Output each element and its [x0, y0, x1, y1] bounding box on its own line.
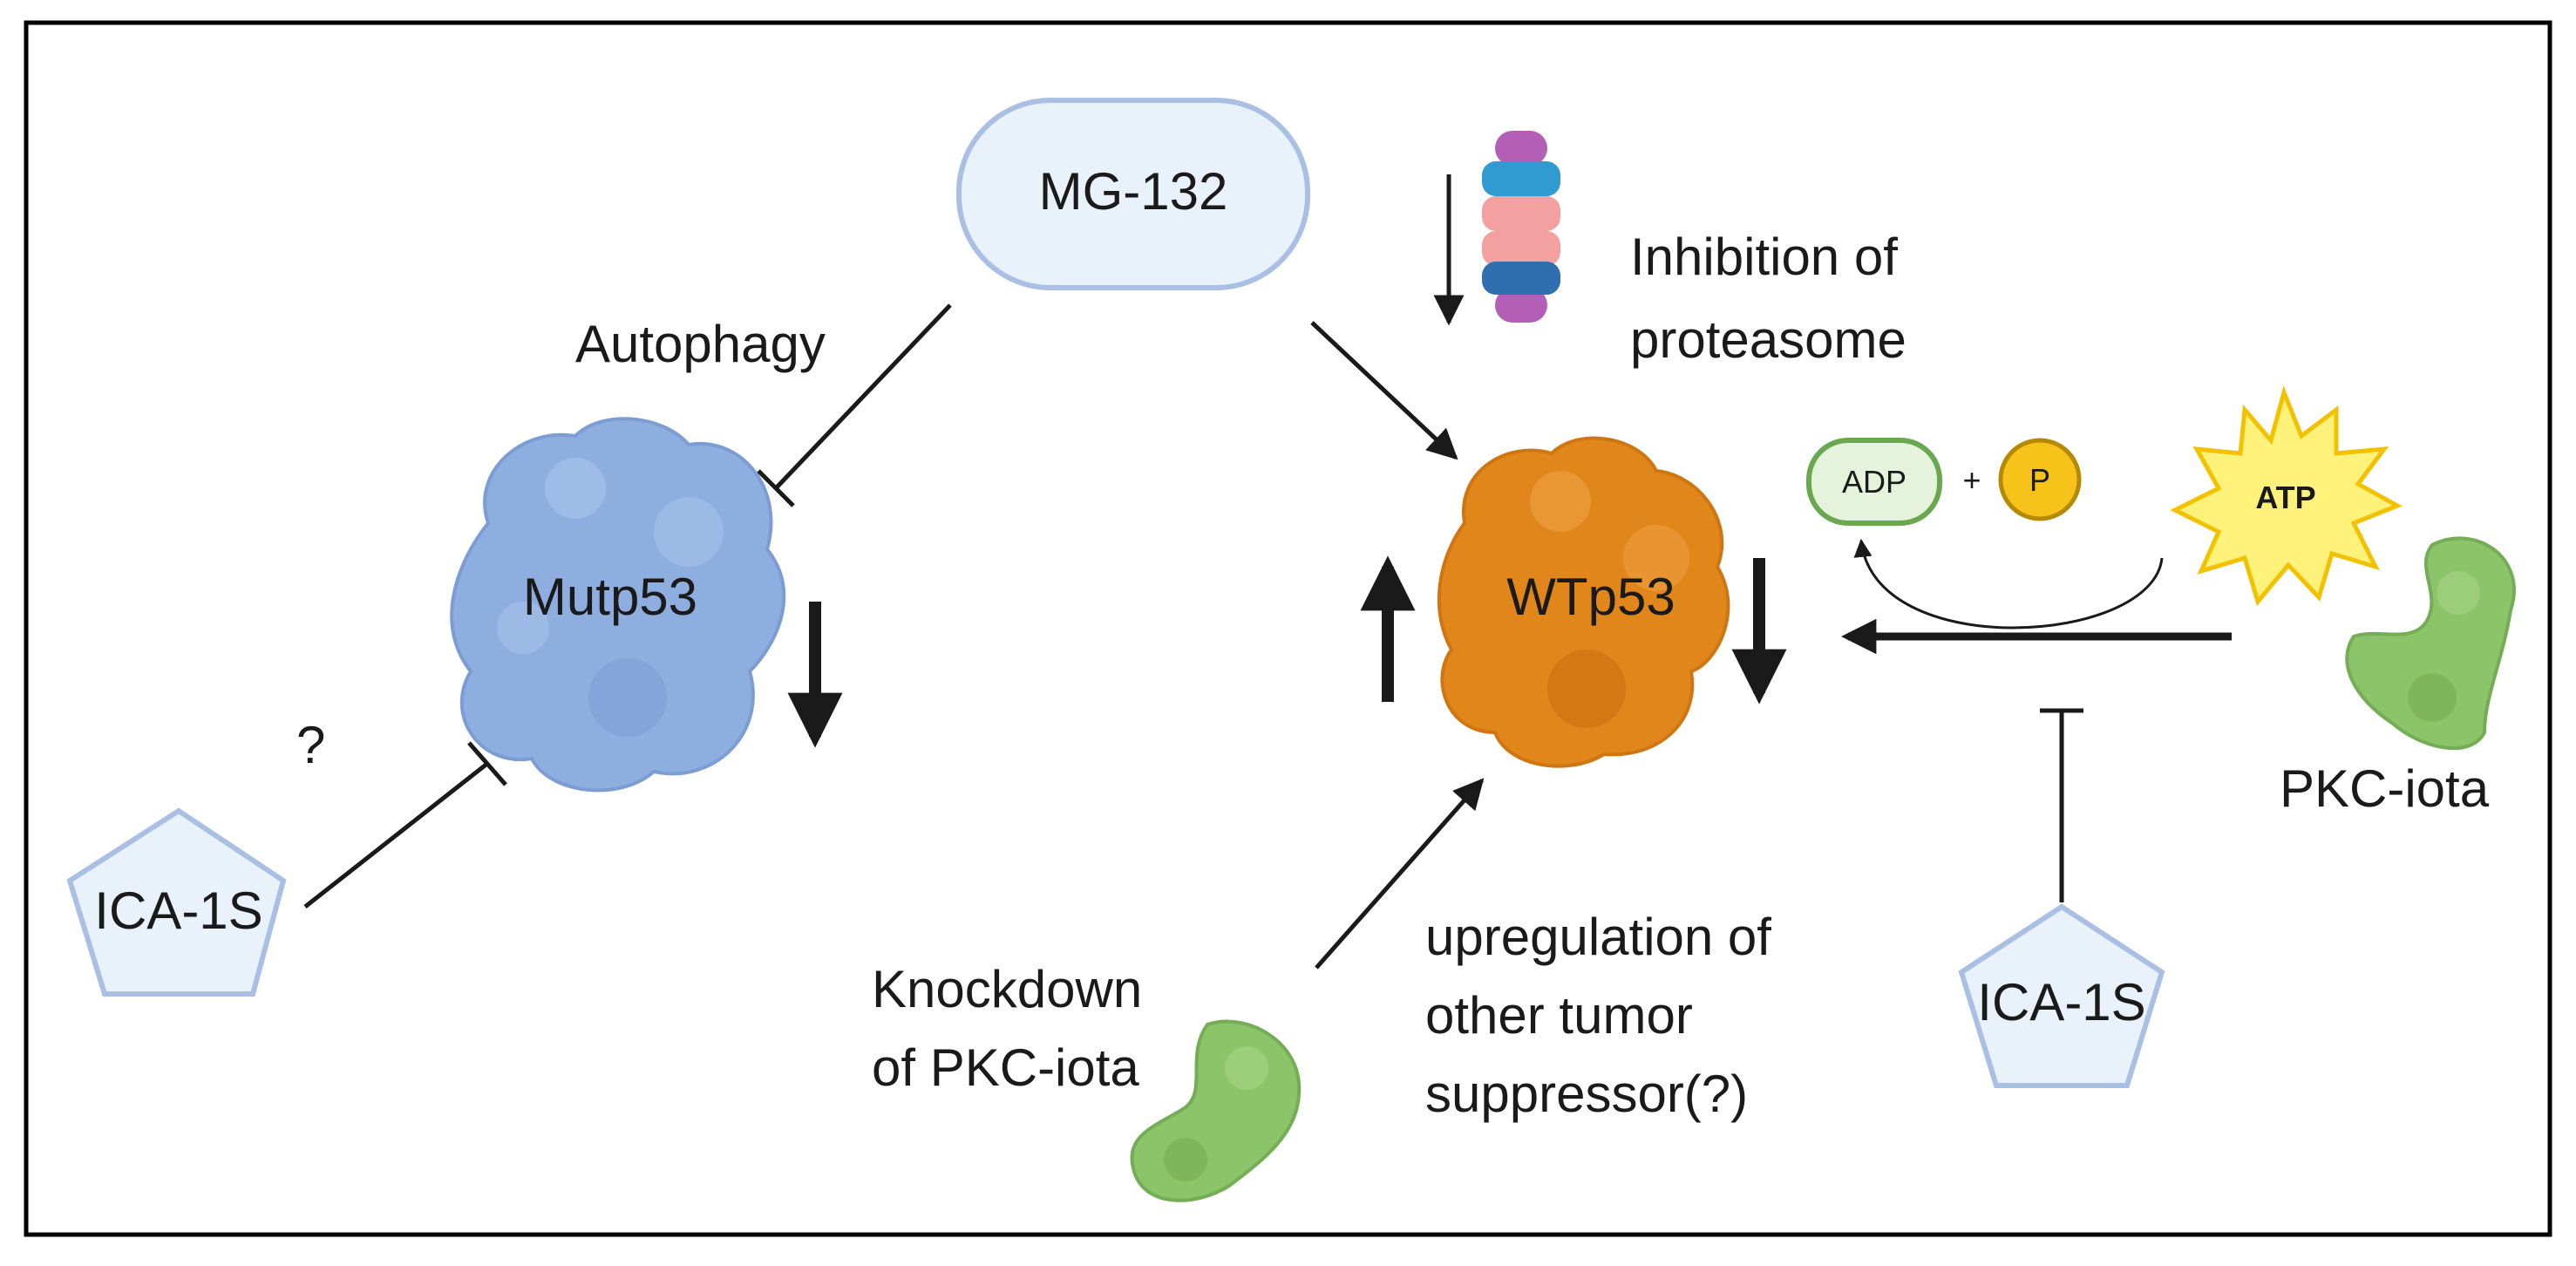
- adp-node: ADP: [1806, 438, 1942, 526]
- wtp53-protein: WTp53: [1437, 436, 1730, 768]
- mg132-node: MG-132: [956, 98, 1310, 290]
- inhibition-label-2: proteasome: [1630, 310, 1907, 369]
- upregulation-label-2: other tumor: [1425, 986, 1693, 1045]
- upregulation-label-1: upregulation of: [1425, 908, 1771, 966]
- adp-label: ADP: [1842, 464, 1907, 500]
- ica-left-label: ICA-1S: [94, 881, 262, 940]
- mutp53-label: Mutp53: [523, 568, 697, 626]
- mg132-inhibits-mutp53: [757, 303, 952, 507]
- knockdown-to-wtp53-arrow: [1315, 778, 1485, 970]
- ica-1s-left-node: ICA-1S: [66, 807, 287, 997]
- pkc-iota-protein-right: [2345, 536, 2516, 751]
- atp-starburst: ATP: [2170, 385, 2403, 607]
- mg132-box: [956, 98, 1310, 290]
- proteasome-icon: [1482, 131, 1560, 323]
- ica-inhibits-mutp53: [303, 741, 507, 909]
- ica-right-label: ICA-1S: [1977, 973, 2145, 1031]
- mutp53-protein: Mutp53: [450, 417, 786, 793]
- pkc-iota-label: PKC-iota: [2280, 759, 2490, 818]
- mg132-label: MG-132: [1039, 162, 1228, 221]
- phosphate-label: P: [2029, 462, 2050, 498]
- knockdown-label-2: of PKC-iota: [872, 1038, 1139, 1097]
- question-mark: ?: [296, 716, 325, 774]
- atp-label: ATP: [2255, 480, 2315, 515]
- atp-to-adp-curve: [1853, 538, 2164, 630]
- autophagy-label: Autophagy: [575, 315, 826, 373]
- mg132-activates-wtp53: [1310, 321, 1458, 460]
- pkc-iota-protein-knockdown: [1130, 1019, 1302, 1202]
- ica-inhibits-pkc: [2040, 708, 2083, 902]
- inhibition-label-1: Inhibition of: [1630, 228, 1898, 286]
- knockdown-label-1: Knockdown: [872, 960, 1142, 1018]
- wtp53-label: WTp53: [1506, 568, 1675, 626]
- plus-sign: +: [1962, 462, 1981, 498]
- upregulation-label-3: suppressor(?): [1425, 1065, 1748, 1123]
- ica-1s-right-node: ICA-1S: [1958, 903, 2165, 1088]
- phosphate-node: P: [1998, 438, 2082, 521]
